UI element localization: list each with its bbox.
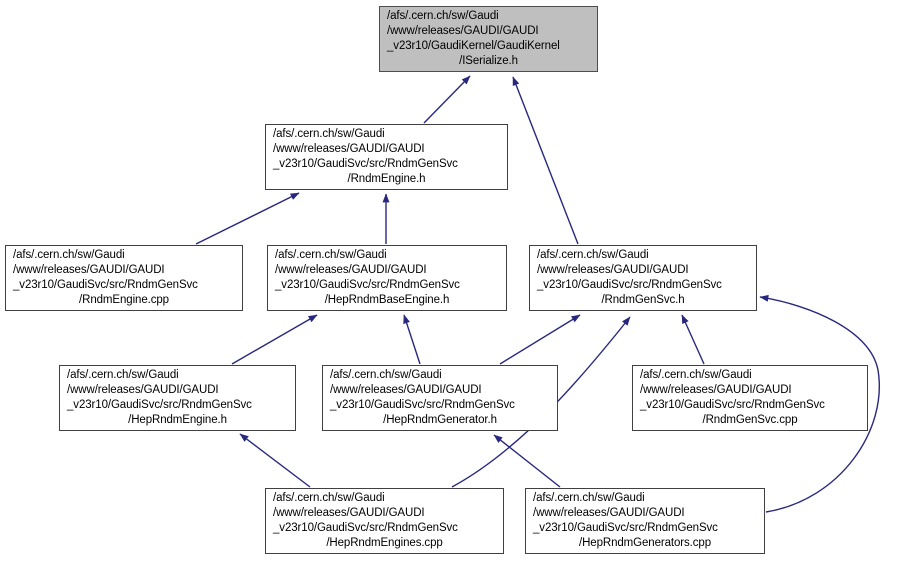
node-text-line: /www/releases/GAUDI/GAUDI — [537, 264, 689, 276]
node-heprndmengines-cpp[interactable]: /afs/.cern.ch/sw/Gaudi /www/releases/GAU… — [265, 488, 504, 554]
node-text-line: /HepRndmGenerators.cpp — [578, 537, 712, 549]
node-text-line: _v23r10/GaudiSvc/src/RndmGenSvc — [13, 279, 198, 291]
node-rndmengine-h[interactable]: /afs/.cern.ch/sw/Gaudi /www/releases/GAU… — [265, 124, 508, 190]
node-text-line: /RndmGenSvc.h — [601, 294, 685, 306]
node-text-line: /afs/.cern.ch/sw/Gaudi — [533, 492, 645, 504]
node-heprndmbaseengine-h[interactable]: /afs/.cern.ch/sw/Gaudi /www/releases/GAU… — [267, 245, 507, 311]
node-text-line: /www/releases/GAUDI/GAUDI — [640, 384, 792, 396]
node-rndmgensvc-cpp[interactable]: /afs/.cern.ch/sw/Gaudi /www/releases/GAU… — [632, 365, 868, 431]
node-text-line: _v23r10/GaudiSvc/src/RndmGenSvc — [330, 399, 515, 411]
node-text-line: _v23r10/GaudiSvc/src/RndmGenSvc — [67, 399, 252, 411]
node-text-line: _v23r10/GaudiSvc/src/RndmGenSvc — [640, 399, 825, 411]
node-text-line: /www/releases/GAUDI/GAUDI — [387, 25, 539, 37]
edge-heprndmengine_h-to-heprndmbaseengine_h — [231, 314, 318, 365]
node-text-line: /HepRndmBaseEngine.h — [324, 294, 450, 306]
node-text-line: /HepRndmEngine.h — [128, 414, 227, 426]
edge-rndmengine_cpp-to-rndmengine_h — [195, 192, 300, 245]
node-text-line: /RndmEngine.h — [347, 173, 426, 185]
edge-rndmgensvc_h-to-iserialize — [512, 76, 579, 245]
node-text-line: _v23r10/GaudiSvc/src/RndmGenSvc — [273, 522, 458, 534]
node-text-line: _v23r10/GaudiKernel/GaudiKernel — [387, 40, 560, 52]
node-text-line: /afs/.cern.ch/sw/Gaudi — [273, 492, 385, 504]
node-text-line: /www/releases/GAUDI/GAUDI — [275, 264, 427, 276]
edge-heprndmengines_cpp-to-heprndmengine_h — [239, 433, 311, 488]
node-iserialize[interactable]: /afs/.cern.ch/sw/Gaudi /www/releases/GAU… — [379, 6, 598, 72]
node-text-line: /afs/.cern.ch/sw/Gaudi — [275, 249, 387, 261]
node-text-line: _v23r10/GaudiSvc/src/RndmGenSvc — [273, 158, 458, 170]
node-text-line: /www/releases/GAUDI/GAUDI — [273, 507, 425, 519]
node-text-line: /www/releases/GAUDI/GAUDI — [67, 384, 219, 396]
node-rndmgensvc-h[interactable]: /afs/.cern.ch/sw/Gaudi /www/releases/GAU… — [529, 245, 757, 311]
node-text-line: /www/releases/GAUDI/GAUDI — [330, 384, 482, 396]
node-text-line: /afs/.cern.ch/sw/Gaudi — [13, 249, 125, 261]
node-text-line: /afs/.cern.ch/sw/Gaudi — [330, 369, 442, 381]
node-text-line: /afs/.cern.ch/sw/Gaudi — [537, 249, 649, 261]
edge-heprndmgenerator_h-to-rndmgensvc_h — [499, 314, 581, 365]
node-text-line: _v23r10/GaudiSvc/src/RndmGenSvc — [533, 522, 718, 534]
edge-heprndmgenerators_cpp-to-heprndmgenerator_h — [493, 434, 561, 488]
edge-rndmgensvc_cpp-to-rndmgensvc_h — [681, 314, 705, 365]
node-text-line: /RndmEngine.cpp — [79, 294, 169, 306]
node-text-line: /www/releases/GAUDI/GAUDI — [533, 507, 685, 519]
node-text-line: _v23r10/GaudiSvc/src/RndmGenSvc — [275, 279, 460, 291]
node-rndmengine-cpp[interactable]: /afs/.cern.ch/sw/Gaudi /www/releases/GAU… — [5, 245, 243, 311]
node-text-line: /afs/.cern.ch/sw/Gaudi — [273, 128, 385, 140]
node-text-line: /ISerialize.h — [459, 55, 518, 67]
edge-rndmengine_h-to-iserialize — [423, 75, 471, 124]
node-text-line: /afs/.cern.ch/sw/Gaudi — [387, 10, 499, 22]
node-text-line: _v23r10/GaudiSvc/src/RndmGenSvc — [537, 279, 722, 291]
node-text-line: /HepRndmEngines.cpp — [326, 537, 443, 549]
node-text-line: /HepRndmGenerator.h — [383, 414, 497, 426]
node-heprndmgenerator-h[interactable]: /afs/.cern.ch/sw/Gaudi /www/releases/GAU… — [322, 365, 558, 431]
node-text-line: /www/releases/GAUDI/GAUDI — [273, 143, 425, 155]
node-text-line: /afs/.cern.ch/sw/Gaudi — [640, 369, 752, 381]
node-heprndmgenerators-cpp[interactable]: /afs/.cern.ch/sw/Gaudi /www/releases/GAU… — [525, 488, 765, 554]
node-text-line: /www/releases/GAUDI/GAUDI — [13, 264, 165, 276]
node-text-line: /afs/.cern.ch/sw/Gaudi — [67, 369, 179, 381]
edge-heprndmgenerator_h-to-heprndmbaseengine_h — [403, 314, 421, 365]
node-heprndmengine-h[interactable]: /afs/.cern.ch/sw/Gaudi /www/releases/GAU… — [59, 365, 296, 431]
node-text-line: /RndmGenSvc.cpp — [702, 414, 798, 426]
